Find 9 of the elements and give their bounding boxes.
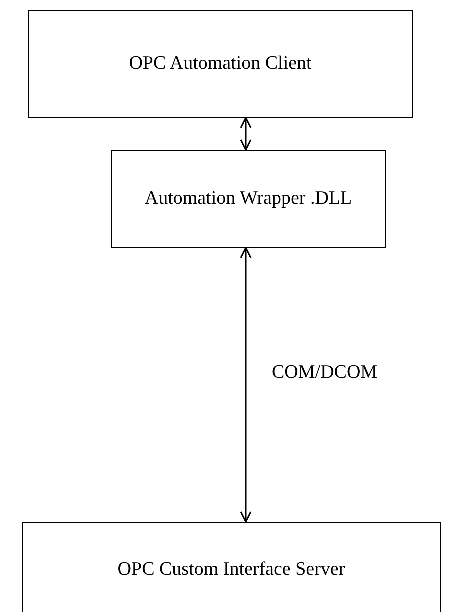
process-box bbox=[28, 10, 413, 118]
box-label: Automation Wrapper .DLL bbox=[144, 187, 352, 211]
double-arrow bbox=[240, 117, 252, 151]
double-arrow bbox=[240, 247, 252, 523]
edge-label: COM/DCOM bbox=[272, 363, 378, 382]
box-label: OPC Custom Interface Server bbox=[118, 558, 346, 582]
process-box bbox=[22, 522, 441, 612]
process-box bbox=[111, 150, 386, 248]
box-label: OPC Automation Client bbox=[129, 52, 312, 76]
